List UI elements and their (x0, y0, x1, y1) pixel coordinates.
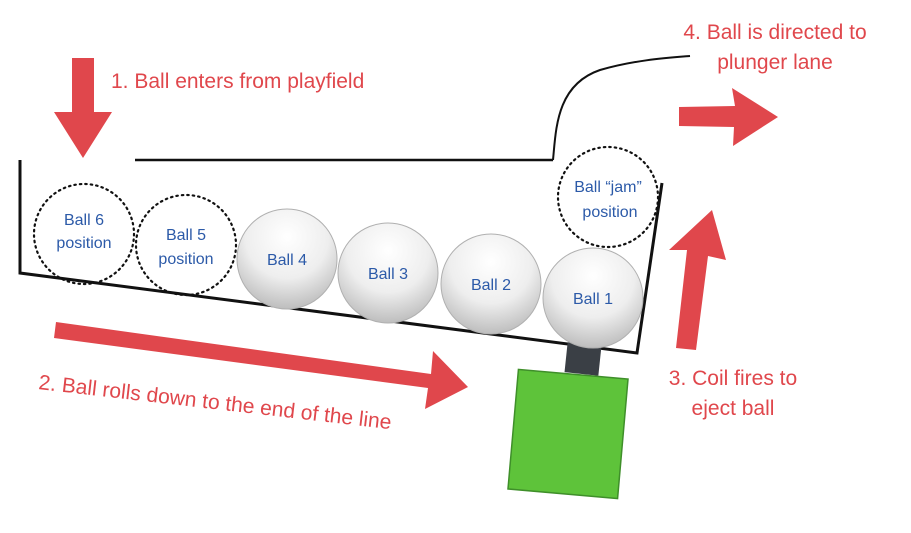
ball-1: Ball 1 (542, 247, 644, 349)
ball-4-label: Ball 4 (267, 252, 307, 269)
step-1-label: 1. Ball enters from playfield (111, 70, 364, 93)
ball-3: Ball 3 (337, 222, 439, 324)
ball-2-sphere (440, 233, 542, 335)
ball-5-position-label-2: position (158, 251, 213, 268)
step-4-label-1: 4. Ball is directed to (683, 21, 866, 44)
ball-5-position: Ball 5 position (134, 193, 238, 297)
ball-4: Ball 4 (236, 208, 338, 310)
step-4-label-2: plunger lane (717, 51, 833, 74)
ball-1-label: Ball 1 (573, 291, 613, 308)
trough-wall (18, 160, 664, 355)
ball-2: Ball 2 (440, 233, 542, 335)
ball-6-position-outline (32, 182, 136, 286)
jam-position-outline (556, 145, 660, 249)
ball-5-position-outline (134, 193, 238, 297)
plunger-rod (564, 342, 602, 376)
arrow-right-long-icon (54, 322, 468, 409)
plunger-lane-guide (552, 55, 691, 161)
ball-6-position-label-2: position (56, 235, 111, 252)
jam-position-label-1: Ball “jam” (574, 179, 642, 196)
arrow-up-icon (669, 210, 726, 350)
ball-5-position-label-1: Ball 5 (166, 227, 206, 244)
ball-3-sphere (337, 222, 439, 324)
ball-6-position-label-1: Ball 6 (64, 212, 104, 229)
ball-3-label: Ball 3 (368, 266, 408, 283)
step-3-label-1: 3. Coil fires to (669, 367, 797, 390)
jam-position: Ball “jam” position (556, 145, 660, 249)
jam-position-label-2: position (582, 204, 637, 221)
ball-2-label: Ball 2 (471, 277, 511, 294)
coil-block (507, 368, 629, 500)
ball-4-sphere (236, 208, 338, 310)
arrow-down-icon (54, 58, 112, 158)
ball-6-position: Ball 6 position (32, 182, 136, 286)
arrow-right-short-icon (679, 88, 778, 146)
ball-1-sphere (542, 247, 644, 349)
step-3-label-2: eject ball (692, 397, 775, 420)
step-2-label: 2. Ball rolls down to the end of the lin… (37, 371, 392, 434)
